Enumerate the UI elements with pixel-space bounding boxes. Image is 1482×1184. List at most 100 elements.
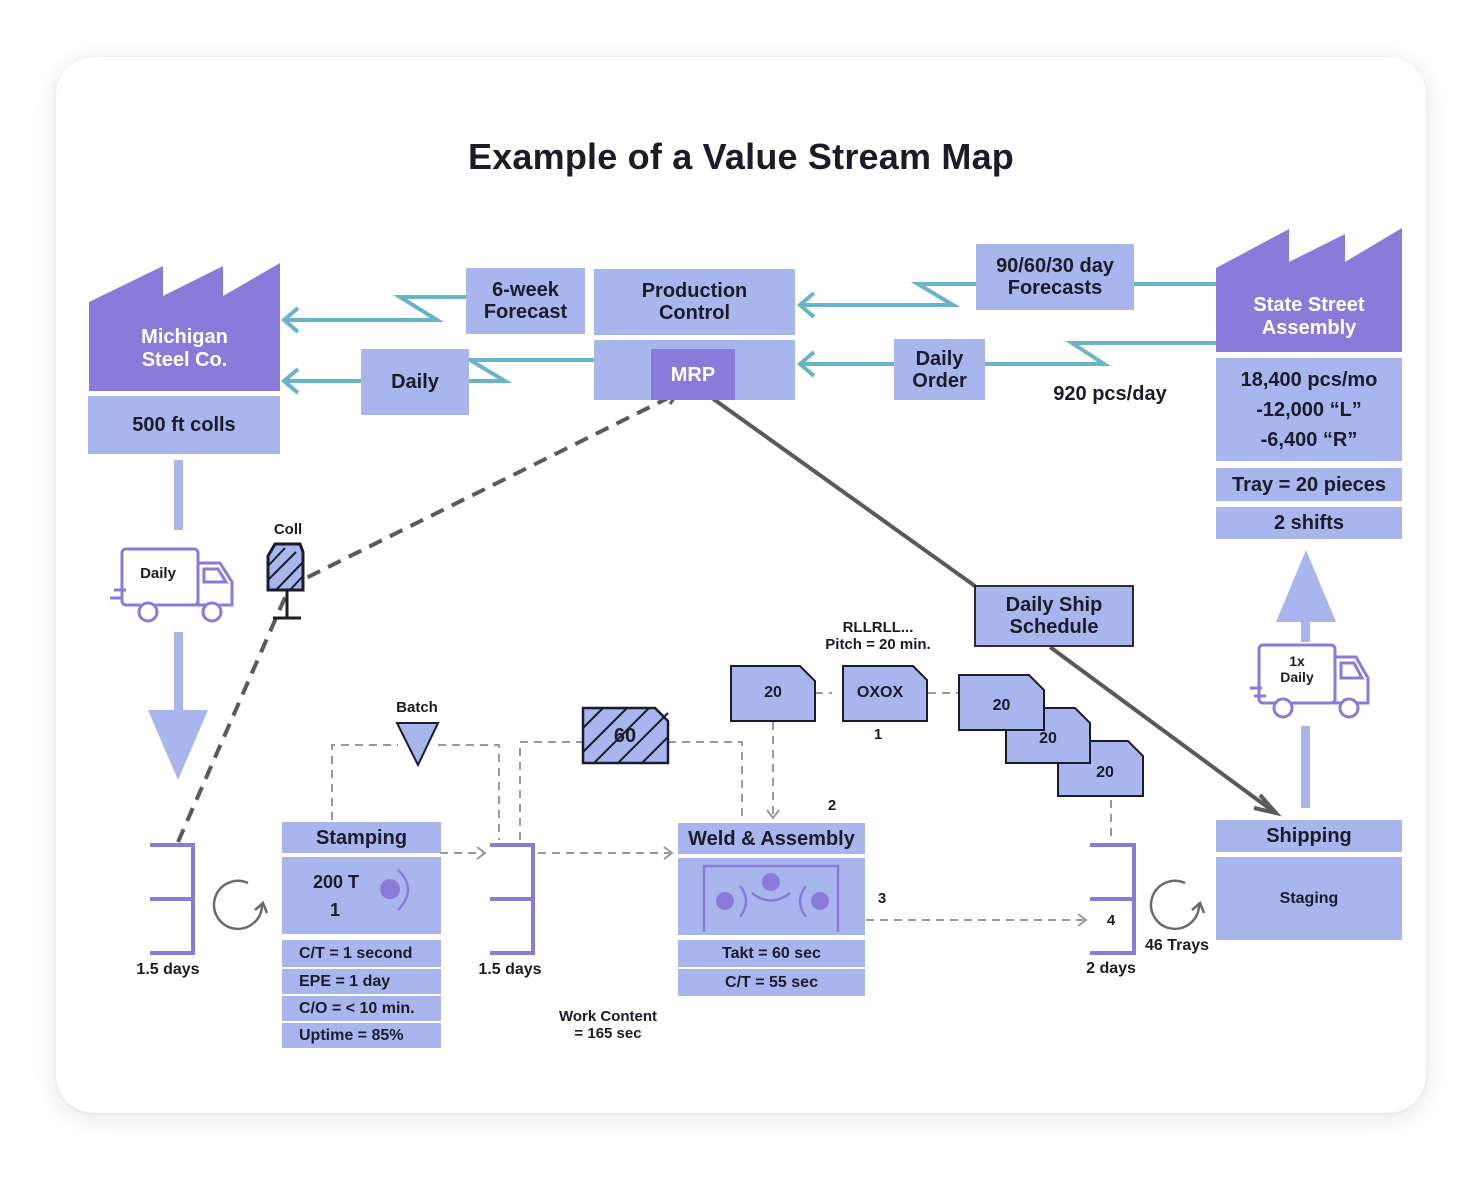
coil-signal-dashed-line bbox=[176, 394, 673, 843]
mrp-schedule-line bbox=[710, 396, 977, 588]
shipping-title-box: Shipping bbox=[1216, 820, 1402, 852]
info-arrow-six-week bbox=[280, 295, 466, 334]
heijunka-pitch-text: Pitch = 20 min. bbox=[825, 635, 931, 653]
customer-shifts-box: 2 shifts bbox=[1216, 507, 1402, 539]
stamping-co-box: C/O = < 10 min. bbox=[282, 994, 441, 1021]
trays-label: 46 Trays bbox=[1144, 937, 1210, 954]
supplier-name-line1: Michigan bbox=[141, 326, 228, 348]
outbound-truck-line2: Daily bbox=[1280, 669, 1314, 686]
weld-ct-box: C/T = 55 sec bbox=[678, 969, 865, 996]
step-number-3: 3 bbox=[877, 890, 887, 907]
weld-body-box bbox=[678, 858, 865, 935]
stamping-uptime-box: Uptime = 85% bbox=[282, 1021, 441, 1048]
batch-kanban-quantity: 60 bbox=[613, 725, 637, 747]
weld-takt-box: Takt = 60 sec bbox=[678, 940, 865, 967]
step-number-2: 2 bbox=[827, 797, 837, 814]
weld-title-box: Weld & Assembly bbox=[678, 823, 865, 854]
supplier-name-line2: Steel Co. bbox=[141, 349, 228, 371]
customer-name: State Street Assembly bbox=[1216, 294, 1402, 340]
kanban-card-a: 20 bbox=[764, 684, 782, 701]
supplier-data-box: 500 ft colls bbox=[88, 396, 280, 454]
daily-supplier-order-box: Daily bbox=[361, 349, 469, 415]
step-number-4: 4 bbox=[1106, 912, 1116, 929]
wip-inventory-label: 1.5 days bbox=[478, 961, 542, 978]
stamping-title-box: Stamping bbox=[282, 822, 441, 853]
weld-takt-text: Takt = 60 sec bbox=[722, 944, 821, 962]
shipping-staging-text: Staging bbox=[1279, 889, 1339, 907]
step-number-1: 1 bbox=[873, 726, 883, 743]
customer-demand-box: 18,400 pcs/mo -12,000 “L” -6,400 “R” bbox=[1216, 358, 1402, 461]
shipping-title: Shipping bbox=[1266, 825, 1352, 847]
inventory-bracket-raw bbox=[150, 843, 195, 955]
kanban-card-shapes bbox=[730, 665, 1144, 797]
six-week-line2: Forecast bbox=[483, 301, 568, 323]
daily-supplier-order-label: Daily bbox=[391, 371, 439, 393]
kanban-card-b: OXOX bbox=[856, 684, 904, 701]
batch-signal-lines bbox=[331, 692, 1112, 921]
customer-name-line2: Assembly bbox=[1261, 317, 1357, 339]
weld-ct-text: C/T = 55 sec bbox=[725, 973, 818, 991]
outbound-material-arrow bbox=[1276, 550, 1336, 808]
schedule-shipping-line bbox=[1048, 645, 1276, 814]
daily-order-box: Daily Order bbox=[894, 339, 985, 400]
batch-kanban-icon bbox=[581, 706, 670, 765]
daily-rate-label: 920 pcs/day bbox=[1053, 383, 1167, 405]
page-title: Example of a Value Stream Map bbox=[467, 136, 1014, 177]
kanban-card-c: 20 bbox=[992, 697, 1011, 714]
outbound-truck-label: 1x Daily bbox=[1262, 653, 1332, 685]
forecasts-line2: Forecasts bbox=[1007, 277, 1103, 299]
ship-schedule-line1: Daily Ship bbox=[1005, 594, 1103, 616]
stamping-body-box bbox=[282, 857, 441, 934]
six-week-line1: 6-week bbox=[492, 279, 559, 301]
inbound-truck-icon bbox=[110, 547, 234, 623]
outbound-truck-line1: 1x bbox=[1289, 653, 1305, 669]
inventory-bracket-finished bbox=[1090, 843, 1136, 955]
mrp-label: MRP bbox=[670, 363, 716, 386]
customer-demand-right: -6,400 “R” bbox=[1260, 428, 1358, 451]
inbound-material-arrow bbox=[148, 460, 208, 780]
six-week-forecast-box: 6-week Forecast bbox=[466, 268, 585, 334]
cycle-arrow-icon bbox=[212, 879, 269, 931]
stamping-ct-text: C/T = 1 second bbox=[299, 944, 413, 962]
batch-triangle-icon bbox=[395, 722, 440, 768]
work-content-label: Work Content = 165 sec bbox=[540, 1008, 676, 1043]
stamping-epe-box: EPE = 1 day bbox=[282, 967, 441, 994]
schedule-shipping-arrowhead bbox=[1253, 793, 1282, 817]
inbound-truck-label: Daily bbox=[140, 565, 176, 582]
weld-title: Weld & Assembly bbox=[688, 827, 855, 850]
customer-tray-text: Tray = 20 pieces bbox=[1231, 473, 1386, 496]
ship-schedule-line2: Schedule bbox=[1009, 616, 1099, 638]
work-content-line2: = 165 sec bbox=[574, 1024, 642, 1042]
production-control-line1: Production bbox=[641, 280, 748, 302]
batch-signal-label: Batch bbox=[396, 699, 438, 716]
gray-arrowheads bbox=[476, 809, 1088, 927]
supplier-factory-shape bbox=[89, 263, 280, 391]
customer-tray-box: Tray = 20 pieces bbox=[1216, 468, 1402, 501]
stamping-press-size: 200 T bbox=[312, 872, 360, 892]
stamping-co-text: C/O = < 10 min. bbox=[299, 999, 415, 1017]
customer-factory-shape bbox=[1216, 228, 1402, 352]
stamping-ct-box: C/T = 1 second bbox=[282, 940, 441, 967]
production-control-line2: Control bbox=[658, 302, 731, 324]
production-control-box: Production Control bbox=[594, 269, 795, 335]
forecasts-line1: 90/60/30 day bbox=[996, 255, 1114, 277]
daily-order-line2: Order bbox=[912, 369, 967, 392]
heijunka-sequence: RLLRLL... Pitch = 20 min. bbox=[808, 619, 948, 654]
heijunka-sequence-text: RLLRLL... bbox=[842, 619, 914, 636]
info-arrow-daily-order bbox=[796, 341, 1216, 378]
supplier-name: Michigan Steel Co. bbox=[89, 326, 280, 372]
mrp-box: MRP bbox=[651, 349, 735, 400]
customer-shifts-text: 2 shifts bbox=[1273, 512, 1345, 534]
forecasts-box: 90/60/30 day Forecasts bbox=[976, 244, 1134, 310]
kanban-card-d: 20 bbox=[1039, 730, 1057, 747]
coil-signal-post-icon bbox=[266, 542, 305, 620]
daily-order-line1: Daily bbox=[915, 347, 964, 370]
work-content-line1: Work Content bbox=[558, 1008, 658, 1025]
stamping-title: Stamping bbox=[315, 826, 408, 849]
customer-demand-monthly: 18,400 pcs/mo bbox=[1240, 368, 1378, 391]
kanban-card-e: 20 bbox=[1096, 764, 1114, 781]
customer-name-line1: State Street bbox=[1253, 294, 1365, 316]
finished-inventory-label: 2 days bbox=[1086, 960, 1136, 977]
outbound-truck-icon bbox=[1250, 643, 1370, 719]
